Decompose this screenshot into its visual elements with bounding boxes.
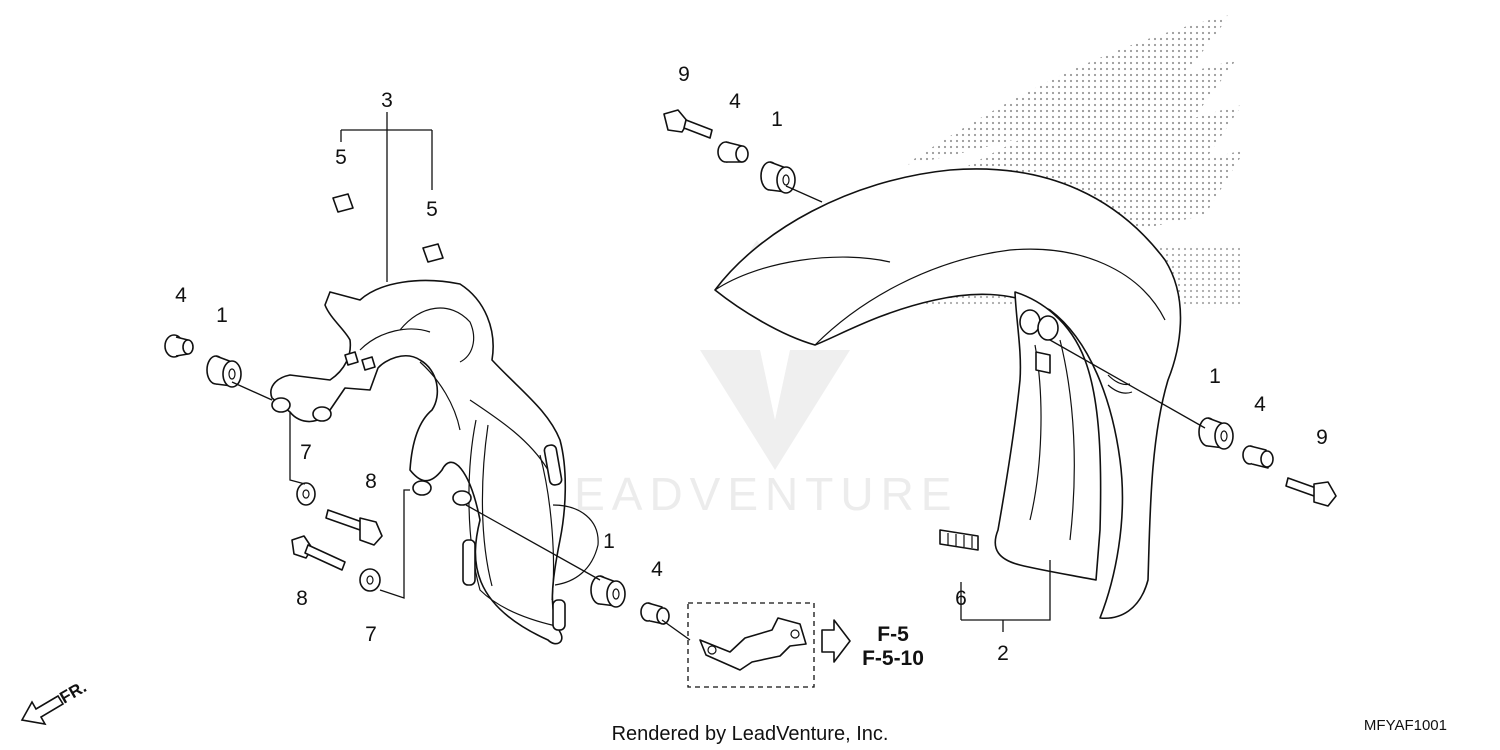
- callout-7-bottom: 7: [365, 623, 377, 646]
- callout-1-top: 1: [771, 108, 783, 131]
- front-direction-arrow-icon: [20, 694, 65, 726]
- callout-1-bottom: 1: [603, 530, 615, 553]
- collar-top: [717, 141, 749, 163]
- leader-lines: [231, 112, 1206, 641]
- washer-bottom: [359, 568, 381, 592]
- callout-8-bottom: 8: [296, 587, 308, 610]
- callout-9-top: 9: [678, 63, 690, 86]
- front-fender: [714, 168, 1182, 620]
- diagram-code: MFYAF1001: [1364, 717, 1447, 734]
- callout-6: 6: [955, 587, 967, 610]
- bolt-top: [325, 509, 383, 546]
- callout-3: 3: [381, 89, 393, 112]
- sub-bracket: [699, 617, 807, 671]
- watermark-text: LEADVENTURE: [542, 468, 959, 520]
- reference-box: [687, 602, 815, 688]
- callout-7-top: 7: [300, 441, 312, 464]
- collar-right: [1242, 445, 1274, 469]
- bolt-bottom: [291, 535, 346, 571]
- callout-4-right: 4: [1254, 393, 1266, 416]
- bolt-9-top: [663, 109, 713, 139]
- callout-1-left: 1: [216, 304, 228, 327]
- reference-arrow-icon: [821, 619, 851, 663]
- bolt-9-right: [1285, 477, 1337, 507]
- reference-code-1: F-5: [877, 623, 909, 646]
- callout-4-bottom: 4: [651, 558, 663, 581]
- washer-top: [296, 482, 316, 506]
- front-fender-bracket: [270, 279, 599, 645]
- grommet-bottom: [590, 575, 626, 608]
- callouts: 3 5 5 4 1 7 8 8 7 1 4 9 4 1 1 4 9 6 2: [175, 63, 1328, 665]
- grommet-right: [1198, 417, 1234, 450]
- callout-4-top: 4: [729, 90, 741, 113]
- callout-5-right: 5: [426, 198, 438, 221]
- label-plate: [939, 529, 979, 551]
- reference-code-2: F-5-10: [862, 647, 924, 670]
- clip-nut-left: [332, 193, 354, 213]
- grommet-top: [760, 161, 796, 194]
- collar-left: [164, 334, 194, 358]
- grommet-left: [206, 355, 242, 388]
- callout-9-right: 9: [1316, 426, 1328, 449]
- collar-bottom: [640, 602, 670, 625]
- clip-nut-right: [422, 243, 444, 263]
- callout-5-left: 5: [335, 146, 347, 169]
- callout-4-left: 4: [175, 284, 187, 307]
- callout-8-top: 8: [365, 470, 377, 493]
- rendered-by-text: Rendered by LeadVenture, Inc.: [612, 723, 889, 745]
- callout-2: 2: [997, 642, 1009, 665]
- callout-1-right: 1: [1209, 365, 1221, 388]
